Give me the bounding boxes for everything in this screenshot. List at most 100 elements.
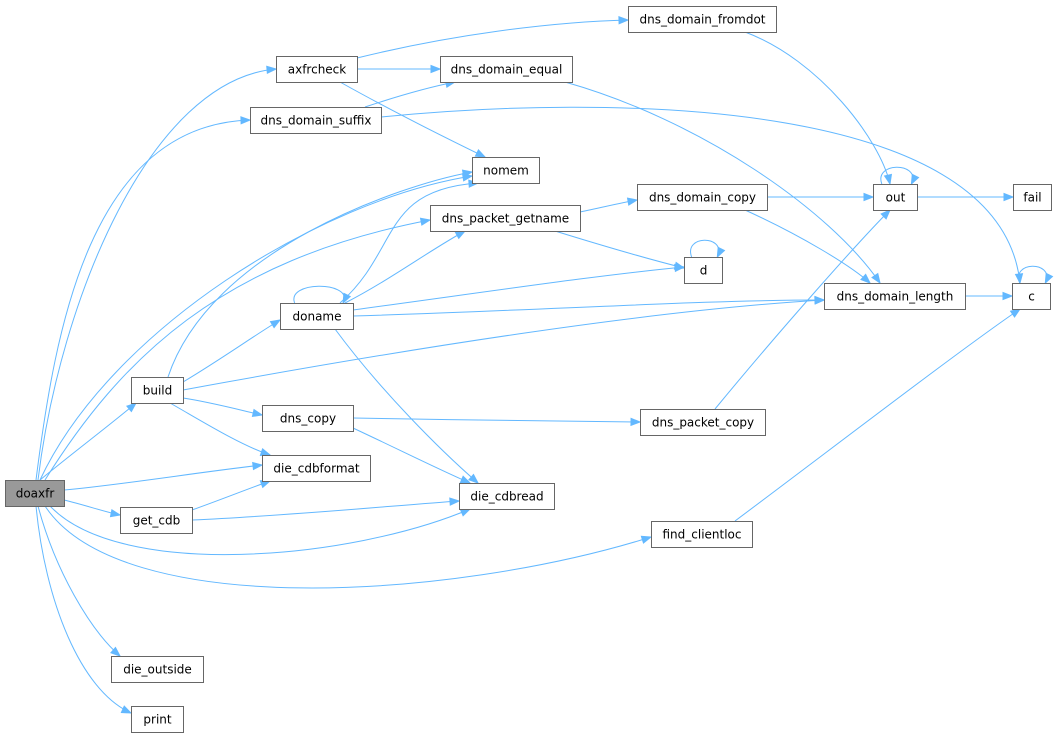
node-doname[interactable]: doname bbox=[280, 303, 354, 330]
node-box-dns_domain_suffix bbox=[250, 107, 382, 134]
node-get_cdb[interactable]: get_cdb bbox=[120, 507, 193, 534]
node-c[interactable]: c bbox=[1012, 283, 1051, 310]
edge-dns_packet_getname-to-d bbox=[554, 230, 685, 269]
node-print[interactable]: print bbox=[131, 706, 184, 733]
node-box-find_clientloc bbox=[651, 521, 753, 548]
edge-doaxfr-to-axfrcheck bbox=[37, 68, 277, 481]
edge-doaxfr-to-die_outside bbox=[37, 505, 121, 657]
node-label-axfrcheck: axfrcheck bbox=[288, 63, 347, 77]
node-build[interactable]: build bbox=[131, 377, 184, 404]
node-box-fail bbox=[1013, 184, 1052, 211]
arrowhead-build-to-die_cdbformat bbox=[259, 447, 272, 457]
node-label-nomem: nomem bbox=[483, 164, 529, 178]
node-dns_packet_getname[interactable]: dns_packet_getname bbox=[430, 205, 581, 232]
arrowhead-axfrcheck-to-nomem bbox=[474, 149, 487, 158]
edge-doname-to-d bbox=[352, 266, 685, 311]
node-dns_domain_suffix[interactable]: dns_domain_suffix bbox=[250, 107, 382, 134]
node-box-die_outside bbox=[111, 656, 204, 683]
edge-doaxfr-to-build bbox=[39, 402, 137, 481]
node-label-die_cdbread: die_cdbread bbox=[470, 490, 543, 504]
arrowhead-dns_domain_equal-to-dns_domain_length bbox=[871, 272, 881, 285]
node-fail[interactable]: fail bbox=[1013, 184, 1052, 211]
node-out[interactable]: out bbox=[873, 184, 918, 211]
node-label-dns_packet_getname: dns_packet_getname bbox=[442, 212, 569, 226]
node-label-die_outside: die_outside bbox=[123, 663, 192, 677]
node-doaxfr[interactable]: doaxfr bbox=[5, 480, 65, 507]
node-label-find_clientloc: find_clientloc bbox=[662, 528, 741, 542]
arrowhead-doaxfr-to-find_clientloc bbox=[640, 535, 653, 544]
edge-dns_domain_fromdot-to-out bbox=[744, 31, 891, 185]
edge-find_clientloc-to-c bbox=[734, 308, 1021, 522]
node-label-dns_domain_length: dns_domain_length bbox=[837, 290, 954, 304]
node-box-doaxfr bbox=[5, 480, 65, 507]
arrowhead-d-to-d bbox=[716, 246, 726, 259]
arrowhead-dns_domain_copy-to-out bbox=[863, 192, 875, 202]
node-label-build: build bbox=[143, 384, 173, 398]
edge-axfrcheck-to-dns_domain_fromdot bbox=[356, 19, 629, 59]
edge-build-to-nomem bbox=[167, 171, 473, 378]
arrowhead-find_clientloc-to-c bbox=[1009, 308, 1022, 318]
node-label-dns_copy: dns_copy bbox=[280, 412, 336, 426]
node-axfrcheck[interactable]: axfrcheck bbox=[276, 56, 358, 83]
edge-dns_copy-to-dns_packet_copy bbox=[352, 417, 641, 423]
arrowhead-dns_copy-to-die_cdbread bbox=[459, 475, 472, 484]
arrowhead-axfrcheck-to-dns_domain_equal bbox=[430, 64, 442, 74]
arrowhead-c-to-c bbox=[1044, 272, 1054, 285]
node-find_clientloc[interactable]: find_clientloc bbox=[651, 521, 753, 548]
edge-build-to-die_cdbformat bbox=[169, 402, 271, 456]
node-label-d: d bbox=[700, 264, 708, 278]
node-label-print: print bbox=[143, 713, 171, 727]
arrowhead-dns_domain_length-to-c bbox=[1002, 291, 1014, 301]
node-box-dns_domain_fromdot bbox=[628, 6, 777, 33]
node-box-die_cdbformat bbox=[262, 455, 371, 482]
arrowhead-axfrcheck-to-dns_domain_fromdot bbox=[618, 16, 630, 25]
node-box-dns_packet_copy bbox=[640, 409, 766, 436]
node-label-dns_domain_copy: dns_domain_copy bbox=[649, 191, 756, 205]
node-d[interactable]: d bbox=[684, 257, 723, 284]
node-dns_domain_length[interactable]: dns_domain_length bbox=[824, 283, 966, 310]
arrowhead-doaxfr-to-print bbox=[120, 705, 133, 714]
edge-dns_domain_suffix-to-c bbox=[380, 106, 1021, 284]
node-box-doname bbox=[280, 303, 354, 330]
node-dns_packet_copy[interactable]: dns_packet_copy bbox=[640, 409, 766, 436]
arrowhead-build-to-dns_copy bbox=[251, 408, 264, 418]
arrowhead-build-to-nomem bbox=[461, 169, 474, 178]
arrowhead-doaxfr-to-axfrcheck bbox=[266, 65, 278, 75]
node-die_outside[interactable]: die_outside bbox=[111, 656, 204, 683]
node-die_cdbread[interactable]: die_cdbread bbox=[459, 483, 555, 510]
edge-dns_copy-to-die_cdbread bbox=[352, 427, 471, 484]
node-nomem[interactable]: nomem bbox=[472, 157, 540, 184]
node-die_cdbformat[interactable]: die_cdbformat bbox=[262, 455, 371, 482]
node-label-dns_domain_equal: dns_domain_equal bbox=[451, 63, 563, 77]
edge-doaxfr-to-die_cdbread bbox=[49, 505, 471, 556]
arrowhead-doaxfr-to-die_outside bbox=[110, 646, 122, 657]
edge-doname-to-nomem bbox=[339, 182, 479, 304]
node-label-doname: doname bbox=[293, 310, 342, 324]
edge-doaxfr-to-dns_packet_getname bbox=[44, 219, 431, 481]
edge-doname-to-die_cdbread bbox=[334, 328, 479, 484]
node-box-dns_domain_copy bbox=[637, 184, 768, 211]
arrowhead-out-to-fail bbox=[1003, 192, 1015, 202]
node-label-dns_domain_fromdot: dns_domain_fromdot bbox=[639, 13, 765, 27]
node-box-dns_copy bbox=[262, 405, 354, 432]
arrowhead-dns_domain_copy-to-dns_domain_length bbox=[860, 273, 872, 284]
edge-dns_domain_copy-to-dns_domain_length bbox=[744, 209, 871, 284]
arrowhead-doname-to-dns_domain_length bbox=[814, 295, 826, 305]
node-dns_domain_copy[interactable]: dns_domain_copy bbox=[637, 184, 768, 211]
node-box-nomem bbox=[472, 157, 540, 184]
node-dns_copy[interactable]: dns_copy bbox=[262, 405, 354, 432]
edge-doaxfr-to-nomem bbox=[39, 175, 473, 481]
node-box-dns_domain_equal bbox=[440, 56, 573, 83]
node-dns_domain_fromdot[interactable]: dns_domain_fromdot bbox=[628, 6, 777, 33]
edge-build-to-dns_domain_length bbox=[182, 299, 825, 391]
arrowhead-doaxfr-to-dns_packet_getname bbox=[419, 217, 432, 226]
node-box-axfrcheck bbox=[276, 56, 358, 83]
node-label-dns_domain_suffix: dns_domain_suffix bbox=[261, 114, 372, 128]
edge-doname-to-dns_domain_length bbox=[352, 299, 825, 317]
node-label-fail: fail bbox=[1023, 191, 1041, 205]
node-dns_domain_equal[interactable]: dns_domain_equal bbox=[440, 56, 573, 83]
arrowhead-doaxfr-to-build bbox=[126, 402, 138, 413]
edge-d-to-d bbox=[690, 239, 720, 258]
arrowhead-dns_copy-to-dns_packet_copy bbox=[630, 417, 642, 427]
